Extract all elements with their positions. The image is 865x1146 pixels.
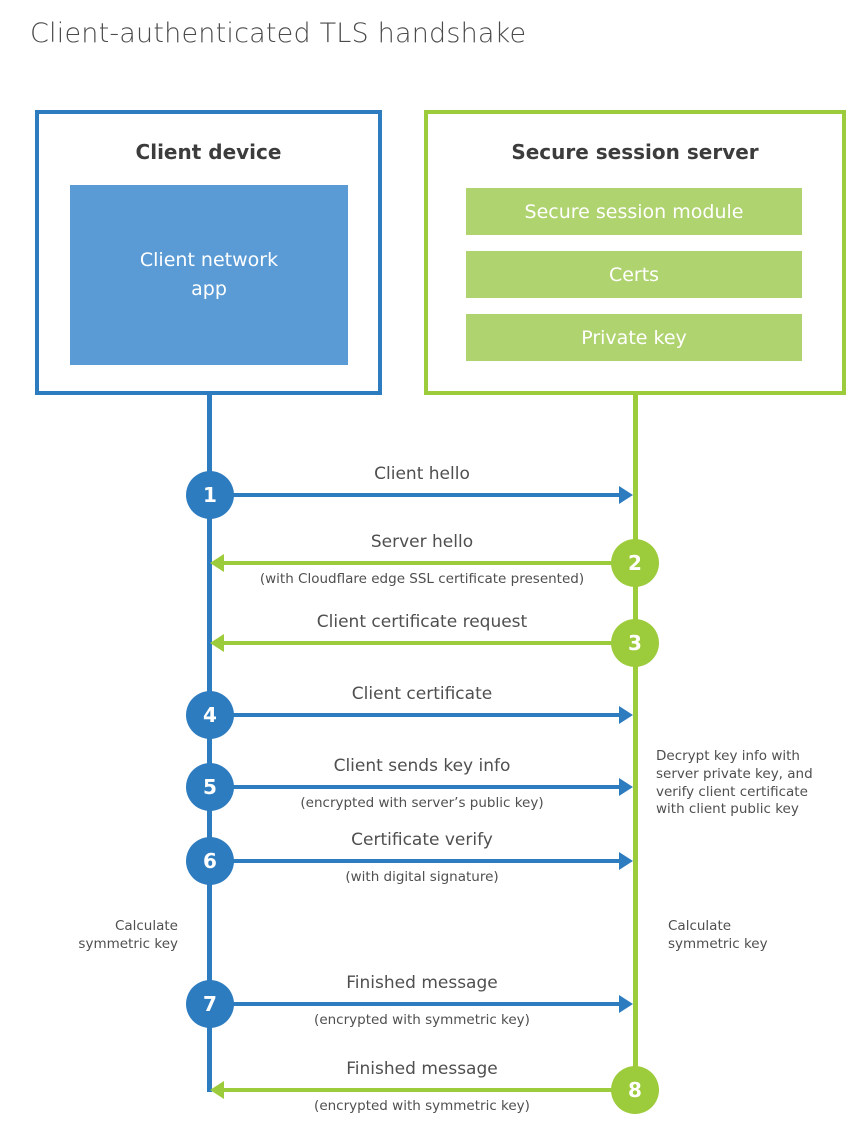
step-1-circle: 1 (186, 471, 234, 519)
server-module-bar-secure-session-module: Secure session module (466, 188, 802, 235)
step-5-sublabel: (encrypted with server’s public key) (300, 795, 544, 811)
step-2-arrowhead-left (210, 554, 224, 572)
step-8-arrowhead-left (210, 1081, 224, 1099)
step-2-sublabel: (with Cloudflare edge SSL certificate pr… (259, 571, 585, 587)
server-module-bar-private-key: Private key (466, 314, 802, 361)
step-3-circle: 3 (611, 619, 659, 667)
step-5-arrowhead-right (619, 778, 633, 796)
client-device-title: Client device (135, 140, 282, 164)
step-3-arrowhead-left (210, 634, 224, 652)
step-6-circle: 6 (186, 837, 234, 885)
step-7-circle: 7 (186, 980, 234, 1028)
client-lifeline (207, 394, 212, 1092)
step-3-arrow-line (224, 641, 616, 645)
step-6-arrow-line (228, 859, 620, 863)
client-device-box: Client device Client network app (35, 110, 382, 395)
calculate-symmetric-key-note-client: Calculate symmetric key (78, 918, 178, 952)
step-7-sublabel: (encrypted with symmetric key) (314, 1012, 530, 1028)
step-6-arrowhead-right (619, 852, 633, 870)
step-2-label: Server hello (370, 532, 474, 552)
server-module-bar-certs: Certs (466, 251, 802, 298)
step-4-circle: 4 (186, 691, 234, 739)
step-8-sublabel: (encrypted with symmetric key) (314, 1098, 530, 1114)
step-6-label: Certificate verify (351, 830, 493, 850)
secure-session-server-title: Secure session server (511, 140, 759, 164)
step-1-arrowhead-right (619, 486, 633, 504)
step-7-arrowhead-right (619, 995, 633, 1013)
step-6-sublabel: (with digital signature) (345, 869, 499, 885)
client-network-app-label: Client network app (139, 248, 279, 300)
step-5-circle: 5 (186, 763, 234, 811)
step-5-arrow-line (228, 785, 620, 789)
calculate-symmetric-key-note-server: Calculate symmetric key (668, 918, 768, 952)
step-8-label: Finished message (346, 1059, 498, 1079)
step-4-label: Client certificate (351, 684, 493, 704)
step-7-arrow-line (228, 1002, 620, 1006)
step-1-arrow-line (228, 493, 620, 497)
step-5-label: Client sends key info (333, 756, 511, 776)
server-lifeline (633, 394, 638, 1094)
diagram-title: Client-authenticated TLS handshake (30, 18, 527, 49)
step-4-arrow-line (228, 713, 620, 717)
client-network-app-box: Client network app (70, 185, 348, 365)
decrypt-key-info-note: Decrypt key info with server private key… (656, 748, 813, 818)
step-8-arrow-line (224, 1088, 616, 1092)
step-2-arrow-line (224, 561, 616, 565)
step-7-label: Finished message (346, 973, 498, 993)
step-4-arrowhead-right (619, 706, 633, 724)
step-8-circle: 8 (611, 1066, 659, 1114)
secure-session-server-box: Secure session server Secure session mod… (424, 110, 846, 395)
step-2-circle: 2 (611, 539, 659, 587)
step-1-label: Client hello (374, 464, 470, 484)
step-3-label: Client certificate request (316, 612, 528, 632)
